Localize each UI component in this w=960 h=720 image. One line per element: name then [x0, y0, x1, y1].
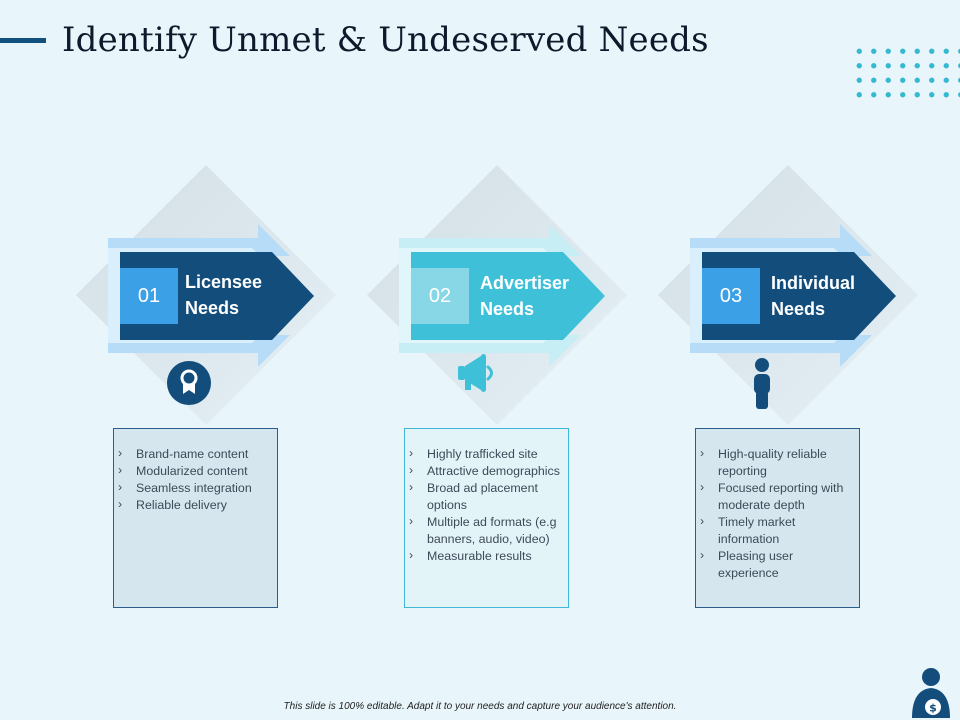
step-3-bullet-list: High-quality reliable reporting Focused … — [699, 445, 853, 582]
step-2-number: 02 — [428, 284, 452, 307]
list-item: Seamless integration — [117, 479, 271, 497]
list-item: Pleasing user experience — [699, 547, 853, 582]
list-item: Focused reporting with moderate depth — [699, 479, 853, 514]
decorative-dot-grid — [852, 44, 960, 104]
step-2-label: Advertiser Needs — [480, 270, 569, 322]
step-3-label-line1: Individual — [771, 273, 856, 293]
step-1-label-line1: Licensee — [185, 272, 263, 292]
step-1-bullet-list: Brand-name content Modularized content S… — [117, 445, 271, 514]
step-2-label-line1: Advertiser — [480, 273, 570, 293]
list-item: Reliable delivery — [117, 496, 271, 514]
megaphone-icon — [458, 354, 493, 392]
step-arrow-3 — [658, 165, 918, 425]
list-item: High-quality reliable reporting — [699, 445, 853, 480]
page-title: Identify Unmet & Undeserved Needs — [62, 20, 709, 60]
list-item: Multiple ad formats (e.g banners, audio,… — [408, 513, 562, 548]
step-2-label-line2: Needs — [480, 299, 535, 319]
step-1-label: Licensee Needs — [185, 269, 262, 321]
step-1-details-box: Brand-name content Modularized content S… — [113, 428, 278, 608]
svg-text:$: $ — [929, 702, 937, 715]
step-arrow-2 — [367, 165, 627, 425]
list-item: Broad ad placement options — [408, 479, 562, 514]
step-3-number: 03 — [719, 284, 743, 307]
step-2-bullet-list: Highly trafficked site Attractive demogr… — [408, 445, 562, 565]
list-item: Highly trafficked site — [408, 445, 562, 463]
step-3-label: Individual Needs — [771, 270, 855, 322]
step-1-number: 01 — [137, 284, 161, 307]
footer-note: This slide is 100% editable. Adapt it to… — [283, 701, 677, 712]
list-item: Modularized content — [117, 462, 271, 480]
list-item: Brand-name content — [117, 445, 271, 463]
business-person-dollar-icon: $ — [912, 668, 950, 718]
award-ribbon-icon — [167, 361, 211, 405]
step-arrow-1 — [76, 165, 336, 425]
step-2-details-box: Highly trafficked site Attractive demogr… — [404, 428, 569, 608]
step-3-label-line2: Needs — [771, 299, 826, 319]
list-item: Measurable results — [408, 547, 562, 565]
title-accent-bar — [0, 38, 46, 43]
step-1-label-line2: Needs — [185, 298, 240, 318]
person-icon — [754, 358, 770, 409]
list-item: Attractive demographics — [408, 462, 562, 480]
step-3-details-box: High-quality reliable reporting Focused … — [695, 428, 860, 608]
list-item: Timely market information — [699, 513, 853, 548]
